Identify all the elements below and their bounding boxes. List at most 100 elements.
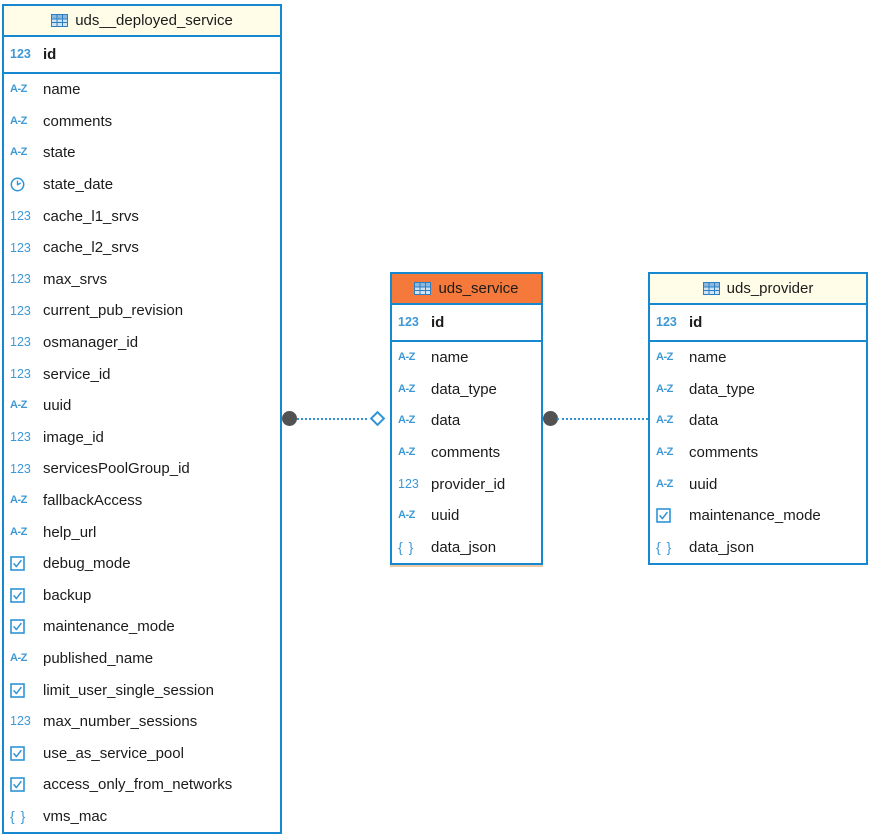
column-row-data_json[interactable]: { } data_json <box>650 532 866 564</box>
column-row-comments[interactable]: A-Z comments <box>650 437 866 469</box>
column-name: maintenance_mode <box>43 618 175 636</box>
column-name: state_date <box>43 176 114 194</box>
column-name: service_id <box>43 365 111 383</box>
column-row-debug_mode[interactable]: debug_mode <box>4 548 280 580</box>
text-type-icon: A-Z <box>10 146 27 159</box>
column-row-provider_id[interactable]: 123 provider_id <box>392 468 541 500</box>
column-name: max_srvs <box>43 270 108 288</box>
column-name: uuid <box>689 475 718 493</box>
relation-line-deployed_service-service[interactable] <box>297 418 367 420</box>
boolean-type-icon <box>10 745 36 761</box>
number-type-icon: 123 <box>10 335 31 350</box>
column-name: image_id <box>43 428 104 446</box>
entity-header[interactable]: uds_service <box>392 274 541 305</box>
number-type-icon: 123 <box>10 430 31 445</box>
column-name: vms_mac <box>43 807 108 825</box>
datetime-type-icon <box>10 177 36 192</box>
column-row-data[interactable]: A-Z data <box>392 405 541 437</box>
column-row-backup[interactable]: backup <box>4 580 280 612</box>
column-name: access_only_from_networks <box>43 776 233 794</box>
column-row-vms_mac[interactable]: { }vms_mac <box>4 801 280 833</box>
boolean-type-icon <box>10 556 36 572</box>
relation-endpoint-filled-circle <box>543 411 558 426</box>
column-name: help_url <box>43 523 97 541</box>
column-row-image_id[interactable]: 123 image_id <box>4 422 280 454</box>
number-type-icon: 123 <box>398 315 419 330</box>
column-name: cache_l2_srvs <box>43 239 139 257</box>
column-row-data_json[interactable]: { }data_json <box>392 532 541 564</box>
text-type-icon: A-Z <box>398 414 415 427</box>
boolean-type-icon <box>10 777 36 793</box>
column-name: debug_mode <box>43 555 131 573</box>
relation-endpoint-filled-circle <box>282 411 297 426</box>
table-icon <box>702 282 720 295</box>
column-name: id <box>43 46 57 63</box>
text-type-icon: A-Z <box>398 446 415 459</box>
pk-column-section: 123 id <box>4 37 280 74</box>
table-icon <box>51 14 69 27</box>
column-name: uuid <box>43 397 72 415</box>
column-name: backup <box>43 586 92 604</box>
column-name: data <box>431 412 461 430</box>
boolean-type-icon <box>10 619 36 635</box>
column-name: provider_id <box>431 475 506 493</box>
column-row-max_srvs[interactable]: 123 max_srvs <box>4 264 280 296</box>
entity-header[interactable]: uds__deployed_service <box>4 6 280 37</box>
json-type-icon: { } <box>656 539 673 556</box>
text-type-icon: A-Z <box>656 382 673 395</box>
text-type-icon: A-Z <box>656 446 673 459</box>
column-row-use_as_service_pool[interactable]: use_as_service_pool <box>4 737 280 769</box>
column-name: osmanager_id <box>43 334 139 352</box>
column-row-id[interactable]: 123 id <box>4 37 280 72</box>
number-type-icon: 123 <box>10 272 31 287</box>
column-row-osmanager_id[interactable]: 123 osmanager_id <box>4 327 280 359</box>
column-name: cache_l1_srvs <box>43 207 139 225</box>
relation-line-service-provider[interactable] <box>557 418 648 420</box>
entity-header[interactable]: uds_provider <box>650 274 866 305</box>
column-name: data_json <box>431 538 497 556</box>
column-row-state_date[interactable]: state_date <box>4 169 280 201</box>
boolean-type-icon <box>656 508 682 524</box>
column-name: data_json <box>689 538 755 556</box>
column-row-maintenance_mode[interactable]: maintenance_mode <box>650 500 866 532</box>
column-row-maintenance_mode[interactable]: maintenance_mode <box>4 611 280 643</box>
boolean-type-icon <box>10 587 36 603</box>
column-row-access_only_from_networks[interactable]: access_only_from_networks <box>4 769 280 801</box>
column-name: use_as_service_pool <box>43 744 184 762</box>
number-type-icon: 123 <box>10 47 31 62</box>
number-type-icon: 123 <box>398 476 419 491</box>
relation-endpoint-hollow-diamond <box>369 410 386 427</box>
column-name: data <box>689 412 719 430</box>
column-row-limit_user_single_session[interactable]: limit_user_single_session <box>4 674 280 706</box>
column-name: comments <box>689 444 759 462</box>
